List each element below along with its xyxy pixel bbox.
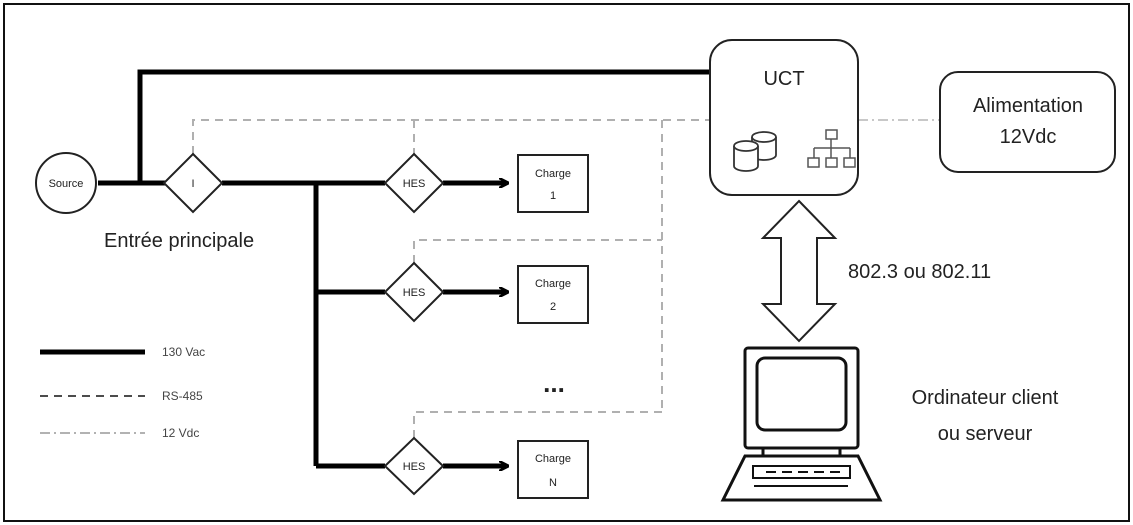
load-label: Charge	[535, 453, 571, 465]
power-supply-voltage: 12Vdc	[1000, 126, 1057, 148]
computer-icon	[720, 346, 883, 502]
hes-node: HES	[383, 152, 445, 214]
load-number: 1	[550, 190, 556, 202]
source-node: Source	[35, 152, 97, 214]
main-entry-caption: Entrée principale	[104, 230, 254, 252]
power-arrows	[443, 183, 506, 466]
hes-label: HES	[403, 287, 426, 299]
legend-item: 12 Vdc	[40, 426, 199, 440]
network-link-arrow	[760, 199, 838, 343]
diagram-frame	[3, 3, 1130, 522]
load-box: Charge 1	[517, 154, 589, 213]
load-number: N	[549, 477, 557, 489]
hes-label: HES	[403, 461, 426, 473]
power-supply-label: Alimentation	[973, 95, 1083, 117]
legend: 130 Vac RS-485 12 Vdc	[40, 345, 205, 440]
load-label: Charge	[535, 278, 571, 290]
legend-item: RS-485	[40, 389, 203, 403]
client-label: Ordinateur client	[912, 387, 1059, 409]
hes-node: HES	[383, 436, 445, 496]
power-supply-box: Alimentation 12Vdc	[939, 71, 1116, 173]
power-lines	[98, 69, 712, 469]
source-label: Source	[49, 178, 84, 190]
rs485-lines	[192, 119, 712, 438]
legend-label: 12 Vdc	[162, 426, 199, 440]
client-label-2: ou serveur	[938, 423, 1033, 445]
ellipsis: ...	[543, 368, 565, 398]
load-box: Charge N	[517, 440, 589, 499]
load-number: 2	[550, 301, 556, 313]
legend-label: 130 Vac	[162, 345, 205, 359]
hes-node: HES	[383, 261, 445, 323]
legend-item: 130 Vac	[40, 345, 205, 359]
legend-label: RS-485	[162, 389, 203, 403]
load-label: Charge	[535, 168, 571, 180]
network-icon	[807, 129, 856, 168]
uct-unit: UCT	[709, 39, 859, 196]
network-link-label: 802.3 ou 802.11	[848, 261, 991, 283]
uct-label: UCT	[763, 68, 804, 90]
load-box: Charge 2	[517, 265, 589, 324]
hes-label: HES	[403, 178, 426, 190]
main-entry-label: I	[191, 178, 194, 190]
main-entry-node: I	[162, 152, 224, 214]
database-icon	[733, 131, 777, 172]
